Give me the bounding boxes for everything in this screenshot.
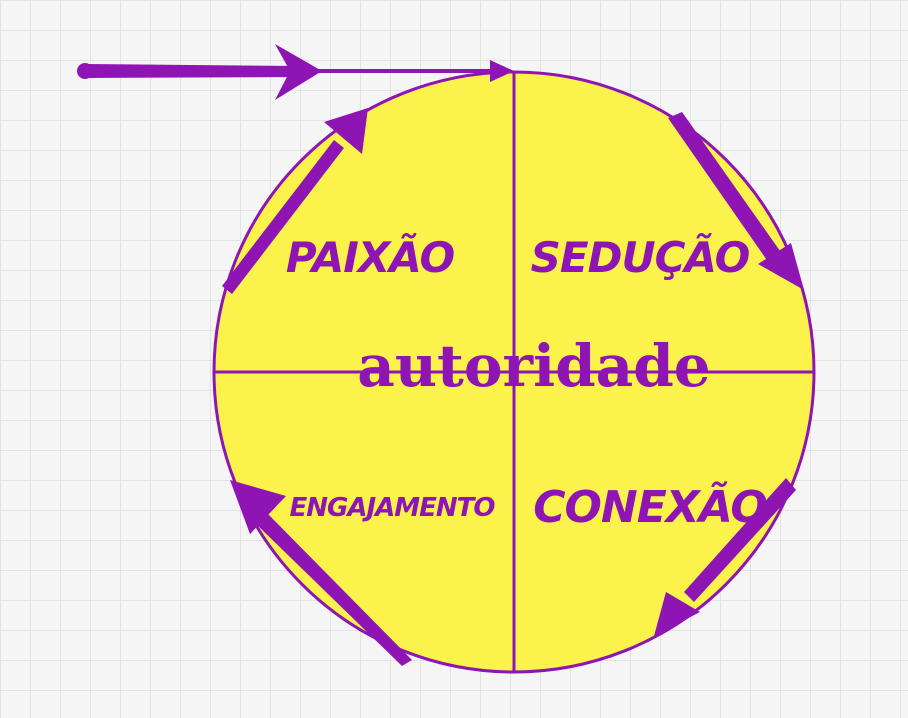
label-seducao: SEDUÇÃO	[531, 232, 750, 282]
arrow-paixão-to-top	[222, 108, 368, 294]
arrow-conexão-to-center-bottom	[654, 478, 796, 636]
label-conexao: CONEXÃO	[533, 480, 767, 533]
center-label: autoridade	[357, 332, 710, 400]
entry-arrow	[77, 44, 514, 100]
label-paixao: PAIXÃO	[286, 232, 455, 282]
arrow-bottom-to-engajamento	[230, 480, 412, 666]
label-engajamento: ENGAJAMENTO	[289, 493, 495, 523]
arrow-sedução-to-conexão	[668, 112, 804, 290]
